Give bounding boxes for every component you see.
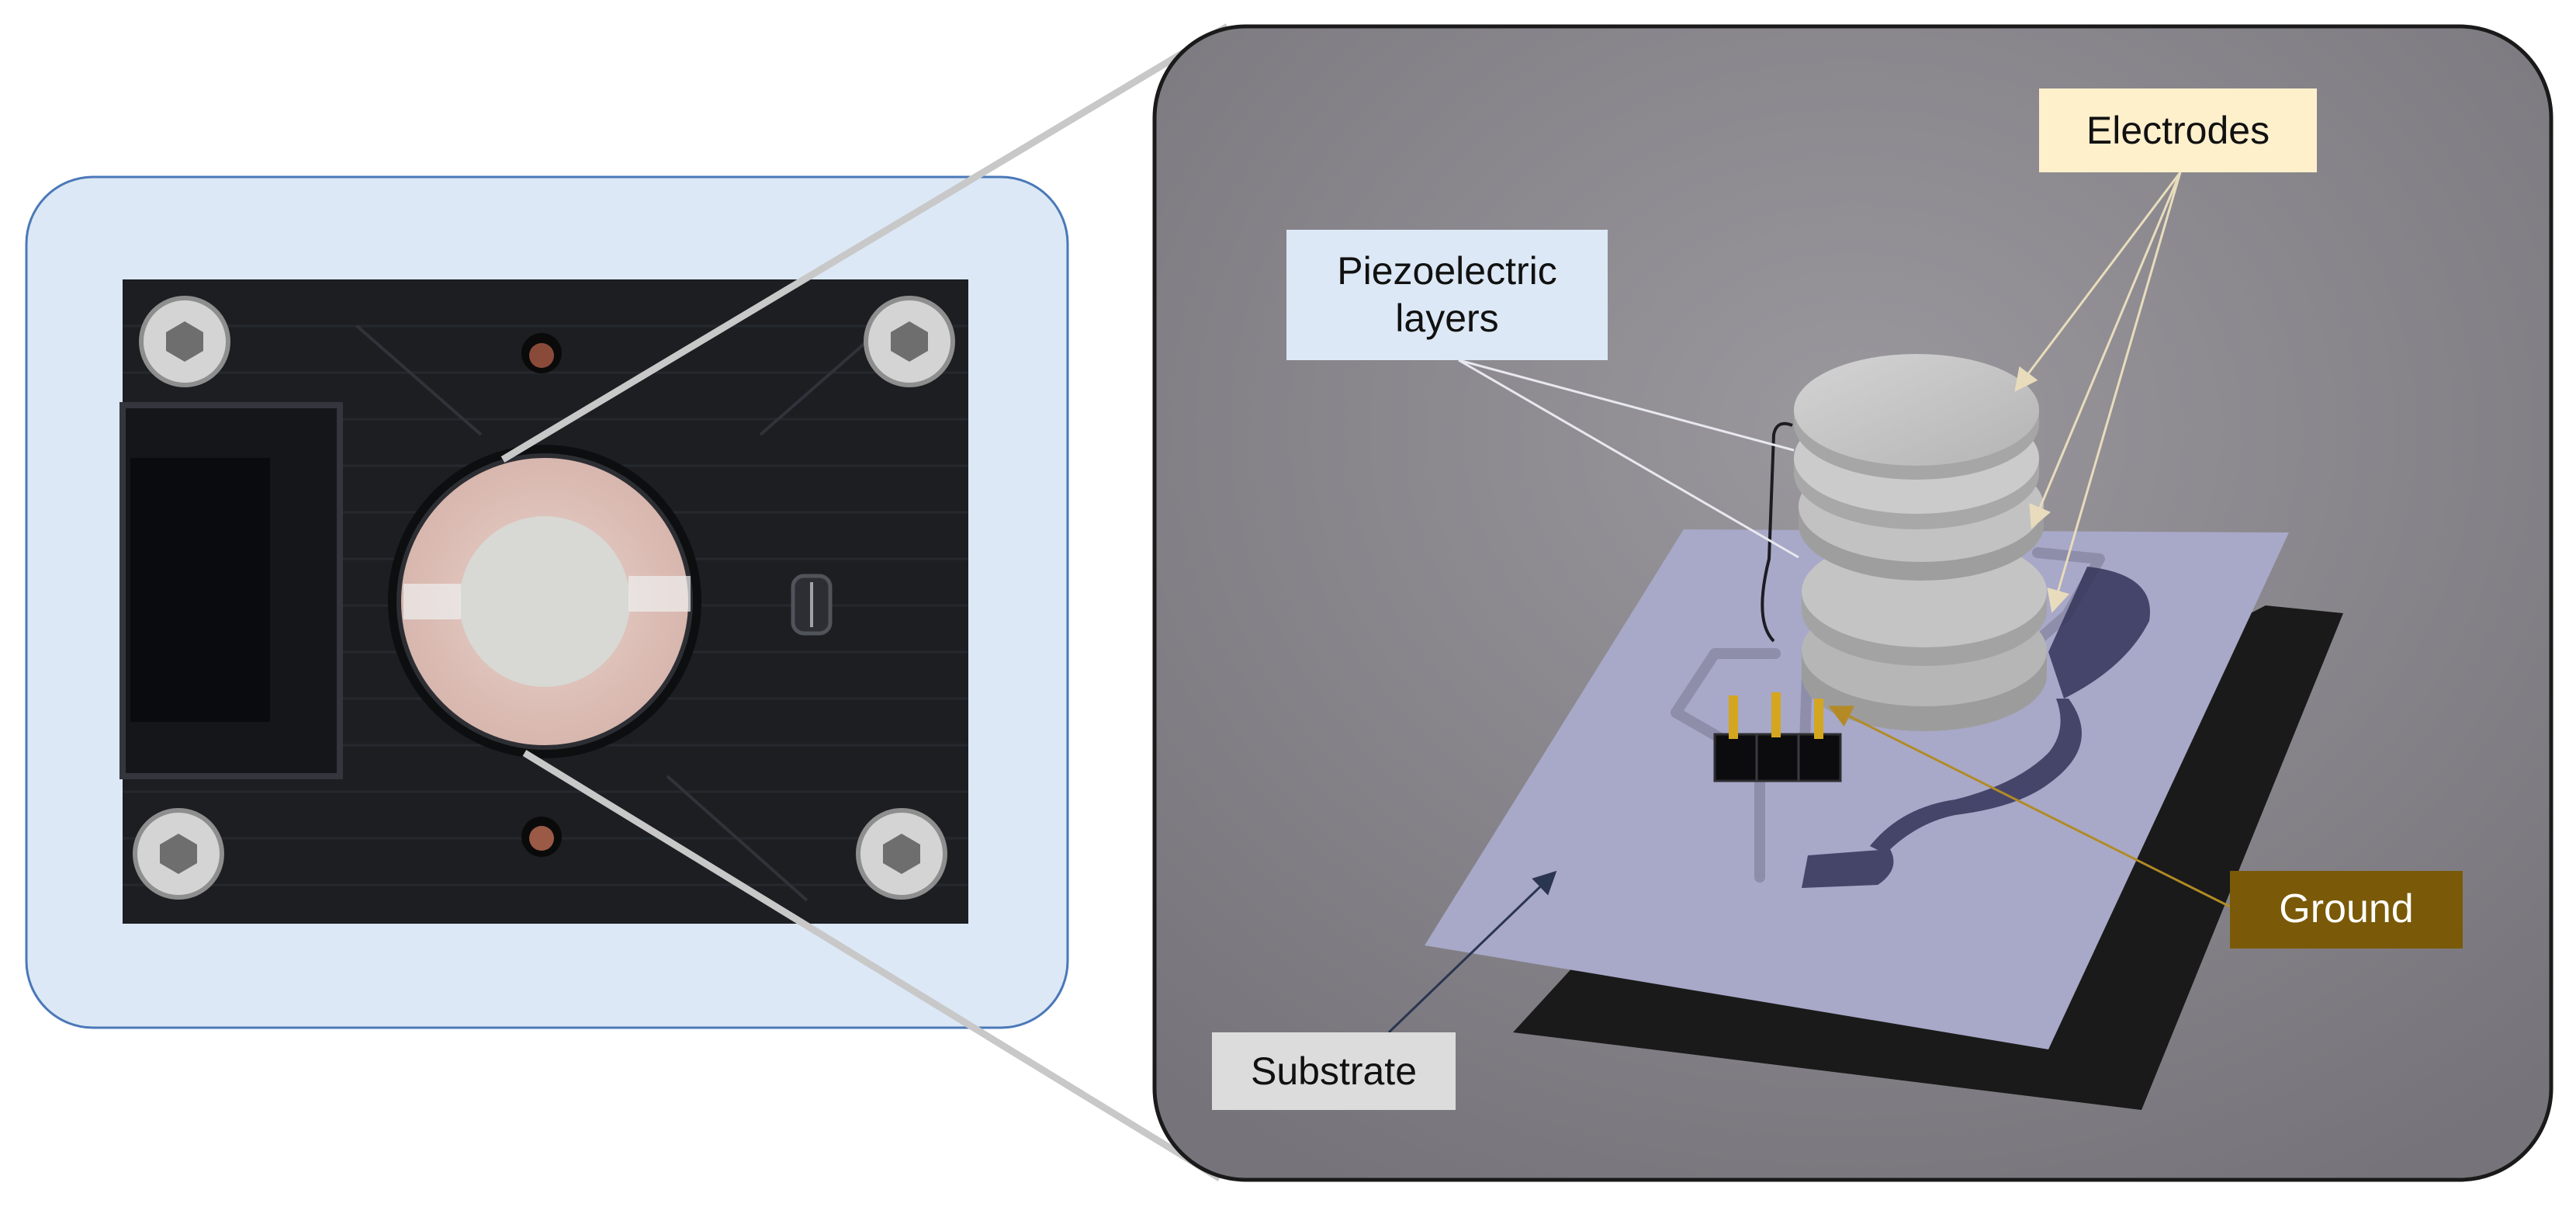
- leader-lines: [1387, 172, 2231, 1034]
- ground-label: Ground: [2230, 871, 2463, 949]
- zoom-connectors: [500, 23, 1230, 1181]
- pin-header: [1713, 692, 1842, 782]
- disc-shadows: [1802, 567, 2150, 888]
- thin-wire: [1761, 421, 1793, 643]
- disc-stack: [1794, 354, 2047, 731]
- substrate-label: Substrate: [1212, 1032, 1456, 1110]
- device-photo: [119, 279, 968, 924]
- piezoelectric-layers-label: Piezoelectric layers: [1286, 230, 1608, 360]
- electrodes-label: Electrodes: [2039, 88, 2317, 172]
